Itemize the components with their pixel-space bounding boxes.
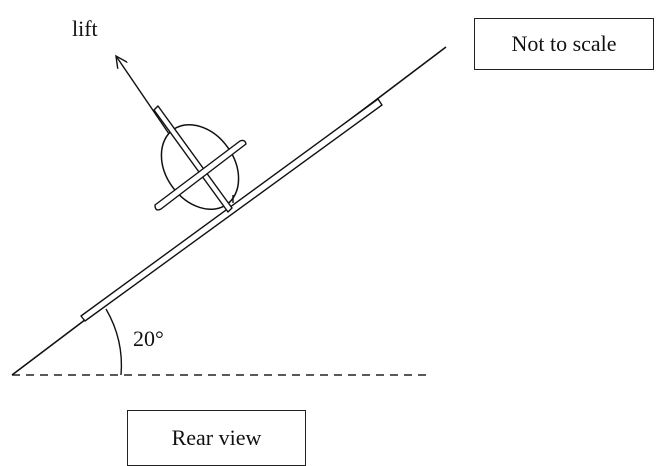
tail-fin xyxy=(153,105,233,213)
not-to-scale-note: Not to scale xyxy=(474,18,654,70)
lift-label: lift xyxy=(72,16,98,41)
wing xyxy=(80,98,383,322)
rear-view-caption: Rear view xyxy=(127,410,306,466)
horizontal-stabiliser xyxy=(154,139,247,211)
rear-view-text: Rear view xyxy=(171,425,262,450)
angle-label: 20° xyxy=(133,326,164,351)
not-to-scale-text: Not to scale xyxy=(511,31,617,56)
angle-arc xyxy=(105,308,123,376)
